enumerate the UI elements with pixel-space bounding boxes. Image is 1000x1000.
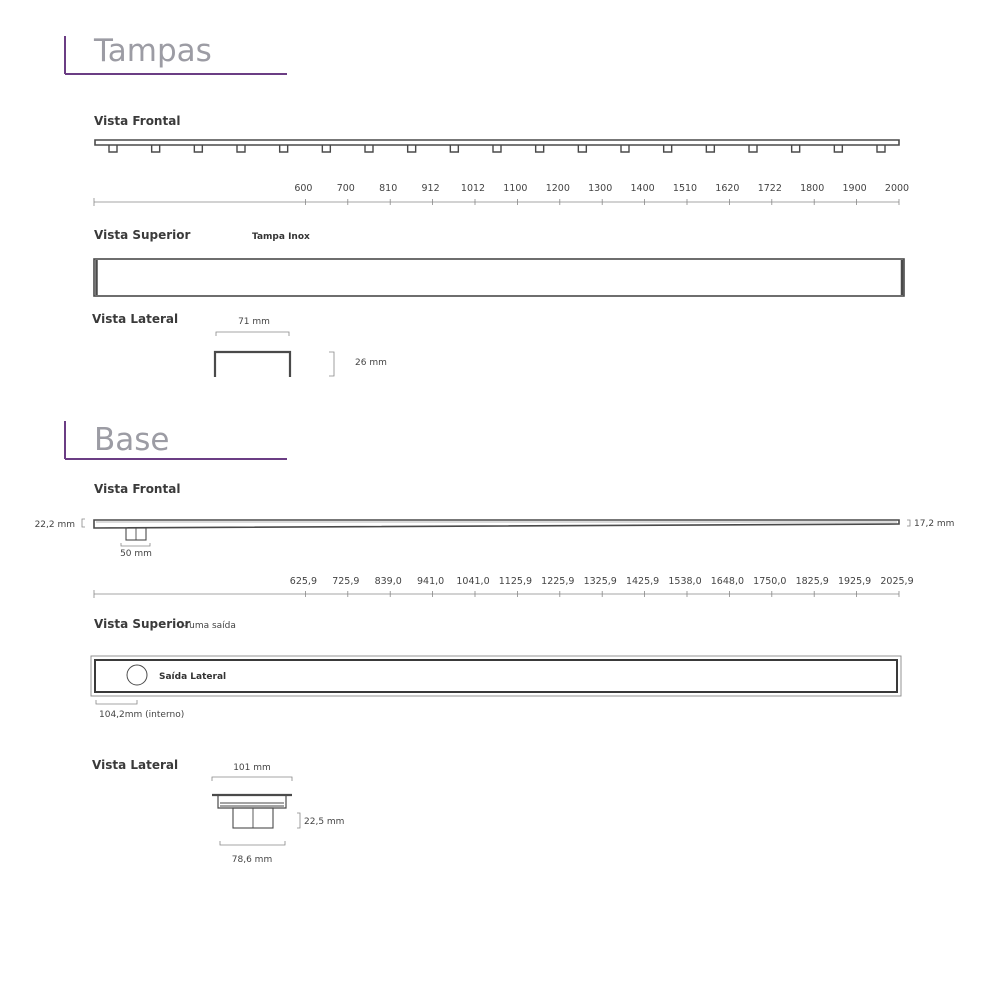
left-height-label: 22,2 mm <box>35 520 75 530</box>
tampa-notch <box>876 145 886 153</box>
axis-tick-label: 1125,9 <box>499 576 532 587</box>
axis-tick-label: 1925,9 <box>838 576 871 587</box>
axis-tick-label: 1300 <box>588 183 612 194</box>
axis-tick-label: 1900 <box>843 183 867 194</box>
height-dimension-bracket <box>329 351 335 377</box>
width-dimension-bracket <box>215 331 290 336</box>
base-top-outer-outline <box>90 655 902 697</box>
height-dimension-label: 26 mm <box>355 358 387 368</box>
axis-tick-label: 1225,9 <box>541 576 574 587</box>
outlet-position-bracket <box>95 700 138 705</box>
tampa-notch <box>833 145 844 153</box>
base-front-profile <box>93 519 900 529</box>
tampa-notch <box>150 145 161 153</box>
axis-tick-label: 1800 <box>800 183 824 194</box>
axis-tick-label: 810 <box>379 183 397 194</box>
tampas-vista-lateral: Vista Lateral 71 mm 26 mm <box>92 312 387 377</box>
height-dimension-bracket <box>297 812 301 829</box>
tampa-notch <box>193 145 204 153</box>
axis-tick-label: 2000 <box>885 183 909 194</box>
base-vista-superior: Vista Superior - uma saída Saída Lateral… <box>90 617 902 720</box>
tampa-notch <box>321 145 332 153</box>
view-heading: Vista Frontal <box>94 482 180 496</box>
top-width-bracket <box>211 776 293 781</box>
length-ticks: 600 700 810 912 1012 1100 1200 1300 1400 1510 1620… <box>294 183 909 205</box>
tampas-vista-frontal: Vista Frontal 600 700 810 912 1012 1100 1200 13… <box>93 114 909 206</box>
tampa-notch <box>406 145 417 153</box>
axis-tick-label: 1200 <box>546 183 570 194</box>
axis-tick-label: 2025,9 <box>880 576 913 587</box>
tampa-notch <box>449 145 460 153</box>
axis-tick-label: 1041,0 <box>456 576 489 587</box>
drain-outlet-circle <box>126 664 148 686</box>
tampas-vista-superior: Vista Superior Tampa Inox <box>93 228 905 297</box>
base-vista-frontal: Vista Frontal 22,2 mm 17,2 mm 50 mm 625,… <box>35 482 954 598</box>
view-heading: Vista Lateral <box>92 312 178 326</box>
axis-tick-label: 1400 <box>631 183 655 194</box>
bottom-width-label: 78,6 mm <box>232 855 272 865</box>
height-dimension-label: 22,5 mm <box>304 817 344 827</box>
tampa-notch <box>364 145 374 153</box>
axis-tick-label: 625,9 <box>290 576 317 587</box>
tampa-notch <box>577 145 588 153</box>
tampa-notch <box>108 145 118 153</box>
bottom-width-bracket <box>219 841 286 846</box>
left-height-bracket <box>81 518 85 528</box>
view-subheading: - uma saída <box>183 621 236 631</box>
tampa-notch <box>748 145 758 153</box>
tampa-notches <box>108 145 886 153</box>
axis-tick-label: 1648,0 <box>711 576 744 587</box>
axis-tick-label: 1325,9 <box>584 576 617 587</box>
tampa-notch <box>620 145 630 153</box>
view-heading: Vista Lateral <box>92 758 178 772</box>
tampa-notch <box>705 145 716 153</box>
tampa-front-profile <box>94 139 900 146</box>
axis-tick-label: 1825,9 <box>796 576 829 587</box>
tampa-inox-label: Tampa Inox <box>252 232 310 242</box>
view-heading: Vista Frontal <box>94 114 180 128</box>
tampa-side-profile <box>213 350 292 377</box>
tampa-notch <box>278 145 289 153</box>
axis-tick-label: 1012 <box>461 183 485 194</box>
axis-tick-label: 1100 <box>503 183 527 194</box>
axis-tick-label: 1538,0 <box>668 576 701 587</box>
right-height-bracket <box>907 519 911 527</box>
axis-tick-label: 839,0 <box>375 576 402 587</box>
width-dimension-label: 71 mm <box>238 317 270 327</box>
axis-tick-label: 941,0 <box>417 576 444 587</box>
axis-tick-label: 1722 <box>758 183 782 194</box>
outlet-position-label: 104,2mm (interno) <box>99 710 184 720</box>
outlet-width-bracket <box>120 543 151 547</box>
view-heading: Vista Superior <box>94 617 191 631</box>
tampa-notch <box>236 145 246 153</box>
right-height-label: 17,2 mm <box>914 519 954 529</box>
section-title: Base <box>94 422 170 458</box>
tampa-notch <box>790 145 801 153</box>
axis-tick-label: 1620 <box>715 183 739 194</box>
axis-tick-label: 725,9 <box>332 576 359 587</box>
tampa-notch <box>534 145 545 153</box>
axis-tick-label: 1510 <box>673 183 697 194</box>
section-tampas: Tampas <box>64 33 287 75</box>
base-top-inner-outline <box>94 659 898 693</box>
view-heading: Vista Superior <box>94 228 191 242</box>
outlet-width-label: 50 mm <box>120 549 152 559</box>
section-title: Tampas <box>93 33 212 69</box>
tampa-top-outline <box>93 258 905 297</box>
base-vista-lateral: Vista Lateral 101 mm 22,5 mm 78,6 mm <box>92 758 344 865</box>
axis-tick-label: 912 <box>422 183 440 194</box>
axis-tick-label: 700 <box>337 183 355 194</box>
tampa-notch <box>492 145 502 153</box>
section-base: Base <box>64 421 287 460</box>
axis-tick-label: 600 <box>294 183 312 194</box>
top-width-label: 101 mm <box>233 763 271 773</box>
outlet-label: Saída Lateral <box>159 672 226 682</box>
tampa-notch <box>662 145 673 153</box>
length-ticks: 625,9 725,9 839,0 941,0 1041,0 1125,9 1225,9 13… <box>290 576 914 597</box>
axis-tick-label: 1425,9 <box>626 576 659 587</box>
axis-tick-label: 1750,0 <box>753 576 786 587</box>
